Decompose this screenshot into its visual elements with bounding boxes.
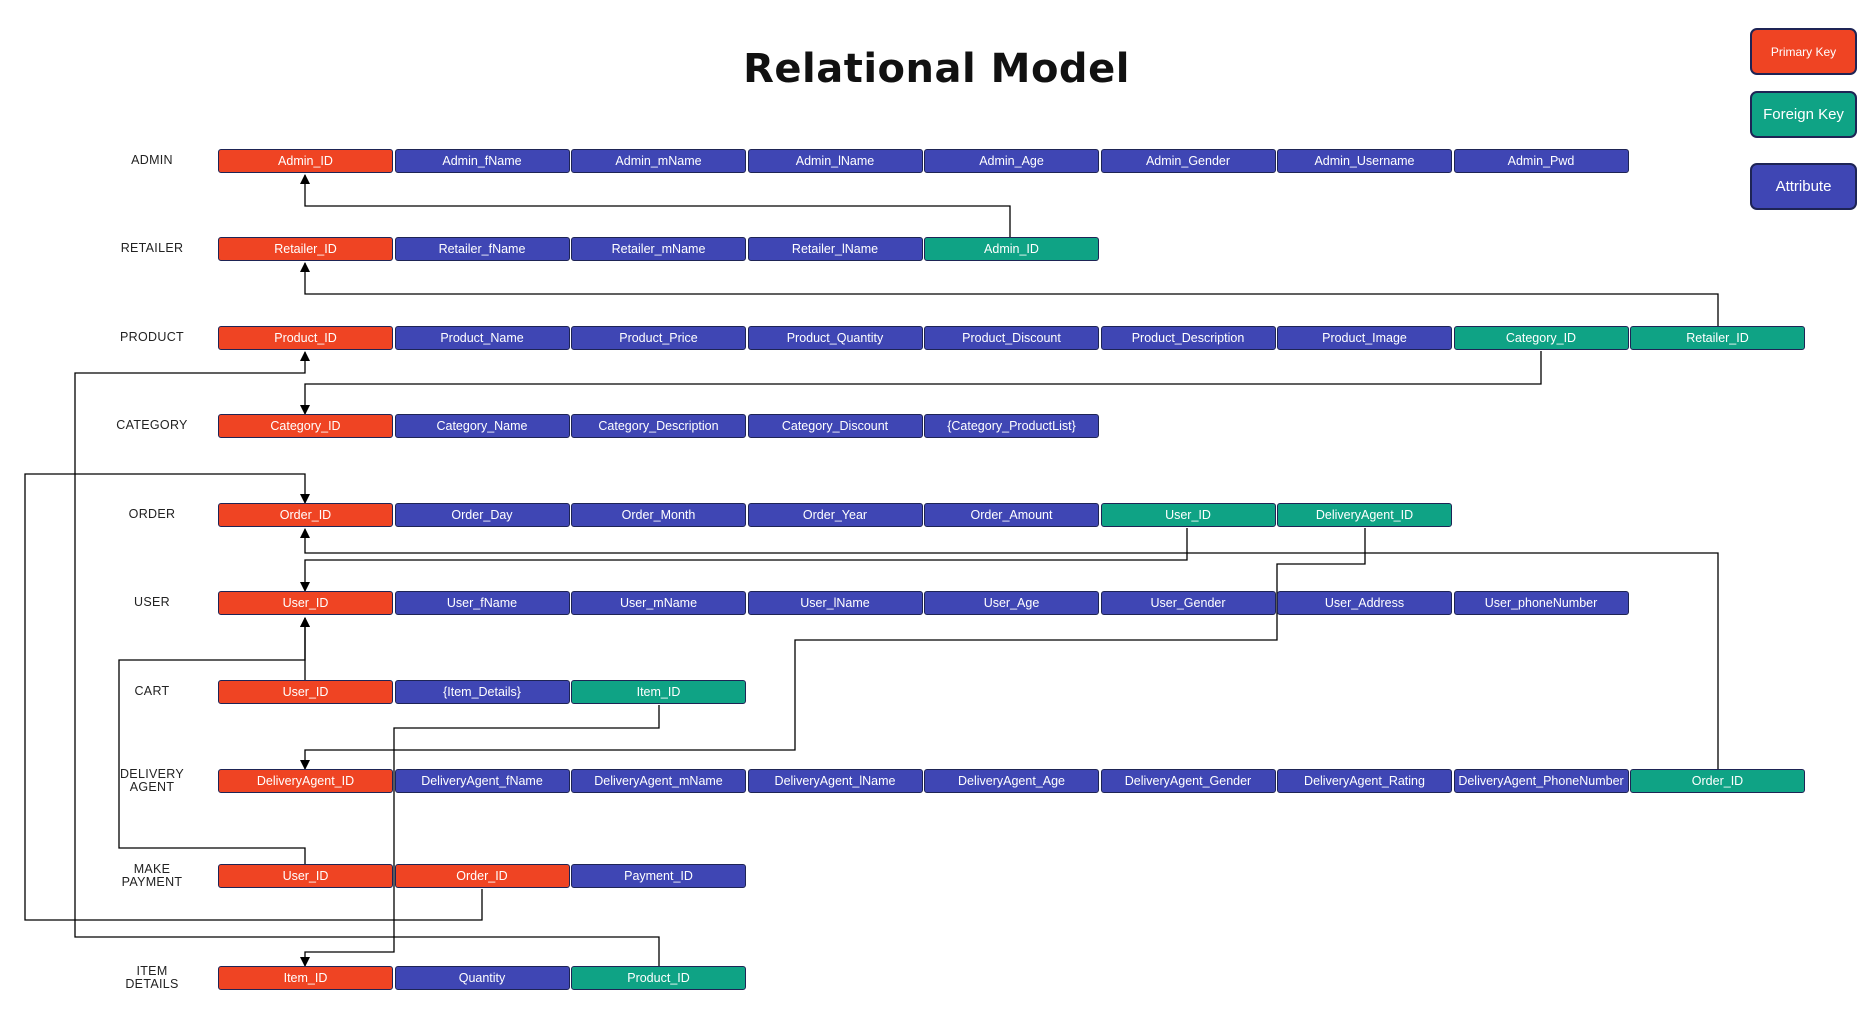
- order-deliveryagent-id-fk: DeliveryAgent_ID: [1277, 503, 1452, 527]
- delivery-agent-deliveryagent-phonenumber-attr: DeliveryAgent_PhoneNumber: [1453, 769, 1629, 793]
- table-label-cart: CART: [134, 684, 170, 698]
- relationship-connectors: [24, 174, 1719, 990]
- delivery-agent-order-id-fk: Order_ID: [1630, 769, 1805, 793]
- cart-item-id-fk: Item_ID: [571, 680, 746, 704]
- legend-foreign-key: Foreign Key: [1750, 91, 1857, 138]
- legend-foreign-key-label: Foreign Key: [1763, 106, 1844, 123]
- user-user-lname-attr: User_lName: [747, 591, 923, 615]
- user-user-id-pk: User_ID: [218, 591, 393, 615]
- delivery-agent-deliveryagent-fname-attr: DeliveryAgent_fName: [394, 769, 570, 793]
- makepayment-user-fk-link: [118, 617, 310, 864]
- table-label-user: USER: [134, 595, 170, 609]
- product-retailer-id-fk: Retailer_ID: [1630, 326, 1805, 350]
- diagram-title: Relational Model: [743, 46, 1130, 92]
- user-user-fname-attr: User_fName: [394, 591, 570, 615]
- user-user-mname-attr: User_mName: [571, 591, 746, 615]
- table-label-admin: ADMIN: [131, 153, 173, 167]
- product-product-description-attr: Product_Description: [1100, 326, 1276, 350]
- retailer-retailer-id-pk: Retailer_ID: [218, 237, 393, 261]
- order-order-day-attr: Order_Day: [394, 503, 570, 527]
- table-label-category: CATEGORY: [116, 418, 188, 432]
- admin-admin-age-attr: Admin_Age: [924, 149, 1099, 173]
- user-user-age-attr: User_Age: [924, 591, 1099, 615]
- retailer-admin-id-fk: Admin_ID: [924, 237, 1099, 261]
- product-product-price-attr: Product_Price: [571, 326, 746, 350]
- category-category-productlist-attr: {Category_ProductList}: [924, 414, 1099, 438]
- delivery-agent-deliveryagent-rating-attr: DeliveryAgent_Rating: [1277, 769, 1452, 793]
- product-category-id-fk: Category_ID: [1453, 326, 1629, 350]
- delivery-agent-deliveryagent-mname-attr: DeliveryAgent_mName: [571, 769, 746, 793]
- admin-admin-pwd-attr: Admin_Pwd: [1453, 149, 1629, 173]
- product-product-image-attr: Product_Image: [1277, 326, 1452, 350]
- table-label-order: ORDER: [128, 507, 176, 521]
- legend-attribute-label: Attribute: [1775, 178, 1832, 195]
- table-label-item-details: ITEM DETAILS: [125, 964, 179, 992]
- cart-user-id-pk: User_ID: [218, 680, 393, 704]
- product-product-discount-attr: Product_Discount: [924, 326, 1099, 350]
- product-retailer-fk-link: [300, 262, 1719, 327]
- make-payment-order-id-pk: Order_ID: [394, 864, 570, 888]
- user-user-phonenumber-attr: User_phoneNumber: [1453, 591, 1629, 615]
- product-product-quantity-attr: Product_Quantity: [747, 326, 923, 350]
- cart-item-fk-link: [300, 705, 660, 967]
- order-user-id-fk: User_ID: [1100, 503, 1276, 527]
- category-category-id-pk: Category_ID: [218, 414, 393, 438]
- admin-admin-mname-attr: Admin_mName: [571, 149, 746, 173]
- category-category-description-attr: Category_Description: [571, 414, 746, 438]
- itemdetails-product-fk-link: [74, 351, 660, 990]
- table-label-product: PRODUCT: [120, 330, 184, 344]
- order-user-fk-link: [300, 528, 1188, 592]
- legend-attribute: Attribute: [1750, 163, 1857, 210]
- order-deliveryagent-fk-link: [300, 528, 1366, 770]
- table-label-delivery-agent: DELIVERY AGENT: [119, 767, 184, 795]
- product-product-id-pk: Product_ID: [218, 326, 393, 350]
- user-user-gender-attr: User_Gender: [1100, 591, 1276, 615]
- category-category-discount-attr: Category_Discount: [747, 414, 923, 438]
- delivery-agent-deliveryagent-age-attr: DeliveryAgent_Age: [924, 769, 1099, 793]
- item-details-product-id-fk: Product_ID: [571, 966, 746, 990]
- delivery-agent-deliveryagent-id-pk: DeliveryAgent_ID: [218, 769, 393, 793]
- user-user-address-attr: User_Address: [1277, 591, 1452, 615]
- item-details-item-id-pk: Item_ID: [218, 966, 393, 990]
- legend-primary-key-label: Primary Key: [1770, 44, 1837, 59]
- admin-admin-fname-attr: Admin_fName: [394, 149, 570, 173]
- product-product-name-attr: Product_Name: [394, 326, 570, 350]
- table-label-retailer: RETAILER: [120, 241, 184, 255]
- make-payment-user-id-pk: User_ID: [218, 864, 393, 888]
- deliveryagent-order-fk-link: [300, 528, 1719, 770]
- admin-admin-username-attr: Admin_Username: [1277, 149, 1452, 173]
- retailer-admin-fk-link: [300, 174, 1011, 238]
- order-order-year-attr: Order_Year: [747, 503, 923, 527]
- retailer-retailer-fname-attr: Retailer_fName: [394, 237, 570, 261]
- admin-admin-gender-attr: Admin_Gender: [1100, 149, 1276, 173]
- category-category-name-attr: Category_Name: [394, 414, 570, 438]
- item-details-quantity-attr: Quantity: [394, 966, 570, 990]
- delivery-agent-deliveryagent-gender-attr: DeliveryAgent_Gender: [1100, 769, 1276, 793]
- makepayment-order-fk-link: [24, 473, 483, 921]
- order-order-amount-attr: Order_Amount: [924, 503, 1099, 527]
- product-category-fk-link: [300, 351, 1542, 415]
- order-order-month-attr: Order_Month: [571, 503, 746, 527]
- delivery-agent-deliveryagent-lname-attr: DeliveryAgent_lName: [747, 769, 923, 793]
- retailer-retailer-mname-attr: Retailer_mName: [571, 237, 746, 261]
- legend-primary-key: Primary Key: [1750, 28, 1857, 75]
- retailer-retailer-lname-attr: Retailer_lName: [747, 237, 923, 261]
- table-label-make-payment: MAKE PAYMENT: [121, 862, 183, 890]
- make-payment-payment-id-attr: Payment_ID: [571, 864, 746, 888]
- admin-admin-id-pk: Admin_ID: [218, 149, 393, 173]
- order-order-id-pk: Order_ID: [218, 503, 393, 527]
- cart-item-details-attr: {Item_Details}: [394, 680, 570, 704]
- admin-admin-lname-attr: Admin_lName: [747, 149, 923, 173]
